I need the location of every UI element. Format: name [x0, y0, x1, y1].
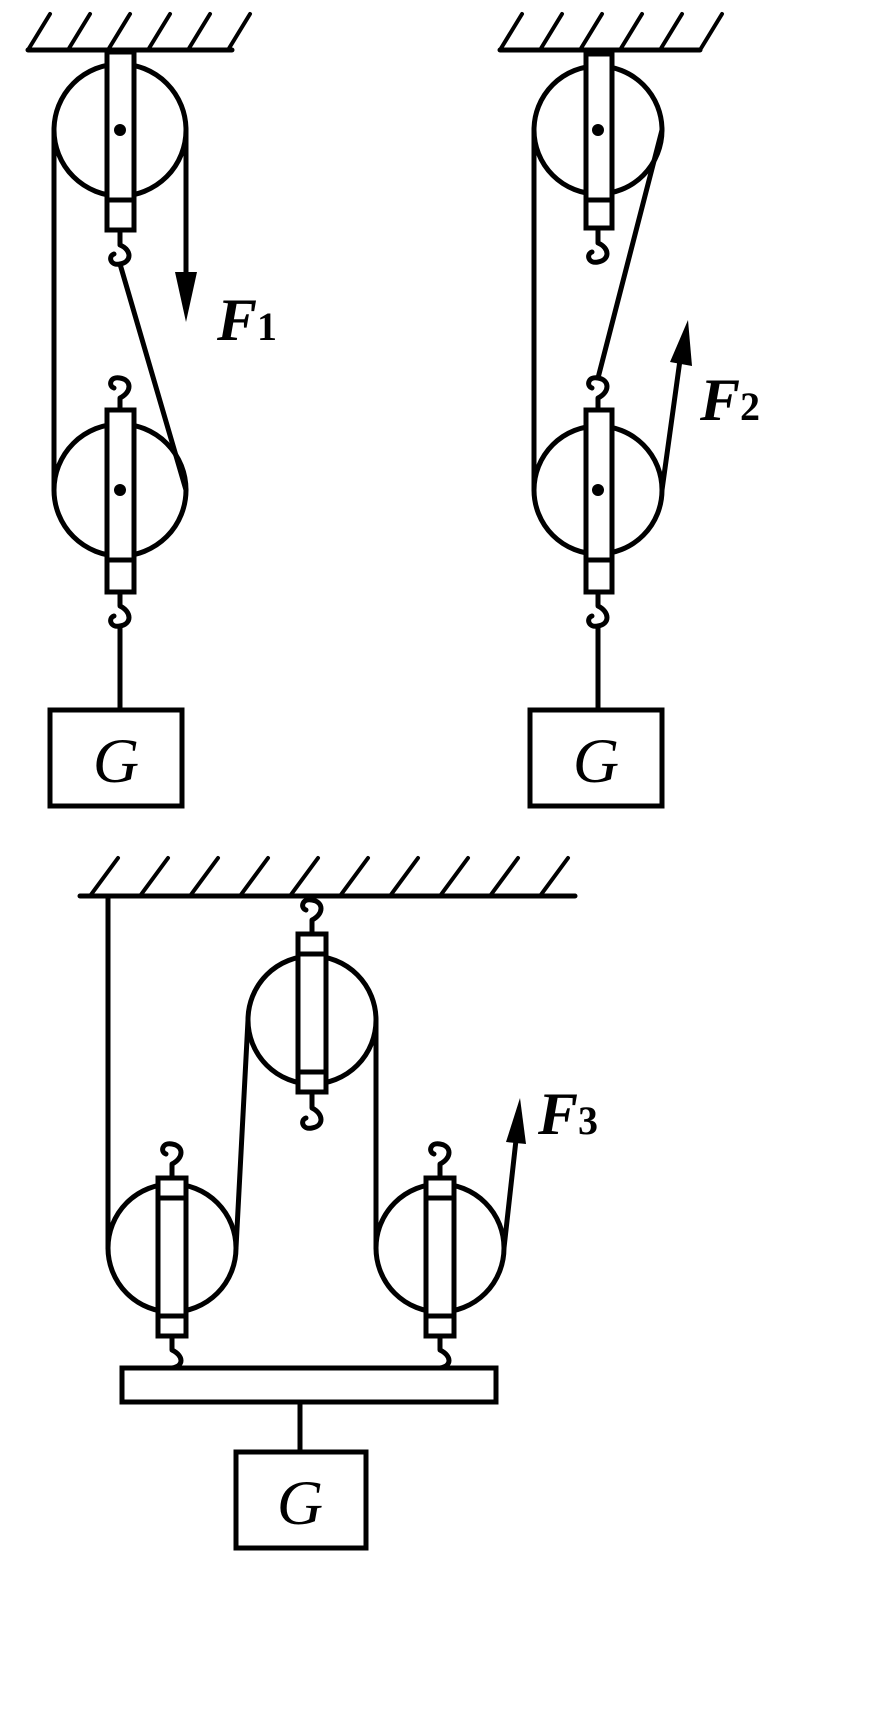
ceiling-b: [497, 12, 724, 53]
movable-pulley-c-left: [105, 1141, 239, 1371]
ceiling-c: [77, 856, 578, 899]
load-label-b: G: [573, 725, 619, 796]
load-label-c: G: [277, 1467, 323, 1538]
movable-pulley-b: [531, 375, 665, 713]
fixed-pulley-b: [531, 51, 665, 265]
force-label-f2: F2: [699, 367, 760, 433]
force-arrow-f2: [659, 320, 692, 493]
fixed-pulley-a: [51, 49, 189, 267]
load-c: G: [233, 1449, 369, 1551]
rope-c: [105, 893, 379, 1251]
ceiling-a: [25, 12, 252, 53]
rope-a: [51, 127, 189, 493]
load-b: G: [527, 707, 665, 809]
movable-pulley-c-right: [373, 1141, 507, 1371]
diagram-b: F2 G: [497, 12, 760, 809]
force-arrow-f1: [175, 212, 197, 322]
force-label-f3: F3: [537, 1081, 598, 1147]
load-label-a: G: [93, 725, 139, 796]
fixed-pulley-c: [245, 897, 379, 1131]
rope-b: [531, 127, 665, 493]
force-label-f1: F1: [216, 287, 277, 353]
diagram-a: F1 G: [25, 12, 277, 809]
diagram-c: F3 G: [77, 856, 598, 1551]
crossbar: [119, 1365, 499, 1405]
force-arrow-f3: [501, 1098, 526, 1251]
load-a: G: [47, 707, 185, 809]
